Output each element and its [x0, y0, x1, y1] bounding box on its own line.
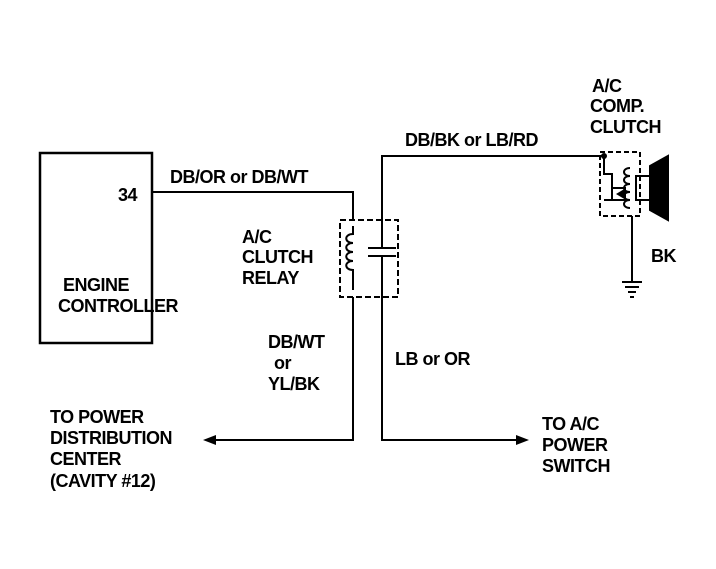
- wire-label-relay-to-clutch: DB/BK or LB/RD: [405, 130, 538, 150]
- wire-label-relay-to-switch: LB or OR: [395, 349, 470, 369]
- engine-controller: 34 ENGINE CONTROLLER: [38, 151, 179, 345]
- engine-controller-label-line2: CONTROLLER: [58, 296, 178, 316]
- relay-label-line3: RELAY: [242, 268, 299, 288]
- engine-controller-box: [38, 151, 154, 345]
- wire-relay-to-switch: [381, 292, 518, 441]
- pdc-label-line1: TO POWER: [50, 407, 144, 427]
- engine-controller-label-line1: ENGINE: [63, 275, 130, 295]
- wire-label-clutch-ground: BK: [651, 246, 676, 266]
- switch-label-line3: SWITCH: [542, 456, 610, 476]
- clutch-internal-wire: [603, 156, 613, 201]
- wire-label-relay-to-pdc-line1: DB/WT: [268, 332, 325, 352]
- wire-label-relay-to-pdc-line2: or: [274, 353, 291, 373]
- wire-relay-to-clutch: [381, 155, 604, 222]
- wire-label-relay-to-pdc-line3: YL/BK: [268, 374, 320, 394]
- clutch-hub-icon: [635, 175, 651, 201]
- ac-clutch-relay: A/C CLUTCH RELAY: [242, 219, 399, 298]
- arrow-to-switch-icon: [516, 435, 529, 445]
- pdc-label-line4: (CAVITY #12): [50, 471, 156, 491]
- clutch-label-line1: A/C: [592, 76, 622, 96]
- wire-label-controller-to-relay: DB/OR or DB/WT: [170, 167, 308, 187]
- relay-label-line2: CLUTCH: [242, 247, 313, 267]
- relay-coil-icon: [345, 226, 354, 290]
- arrow-to-pdc-icon: [203, 435, 216, 445]
- relay-box: [339, 219, 399, 298]
- relay-label-line1: A/C: [242, 227, 272, 247]
- clutch-label-line3: CLUTCH: [590, 117, 661, 137]
- clutch-label-line2: COMP.: [590, 96, 644, 116]
- clutch-dashed-box: [599, 151, 641, 217]
- pdc-label-line2: DISTRIBUTION: [50, 428, 172, 448]
- pdc-label-line3: CENTER: [50, 449, 122, 469]
- switch-label-line2: POWER: [542, 435, 608, 455]
- wire-relay-to-pdc: [214, 297, 354, 441]
- wire-controller-to-relay: [152, 191, 354, 220]
- ground-icon: [622, 281, 642, 298]
- switch-label-line1: TO A/C: [542, 414, 600, 434]
- clutch-pulley-icon: [649, 154, 669, 222]
- ac-compressor-clutch: A/C COMP. CLUTCH: [590, 76, 669, 222]
- controller-pin-label: 34: [118, 185, 138, 205]
- relay-switch-contact-icon: [368, 222, 396, 292]
- clutch-coil-icon: [623, 167, 631, 209]
